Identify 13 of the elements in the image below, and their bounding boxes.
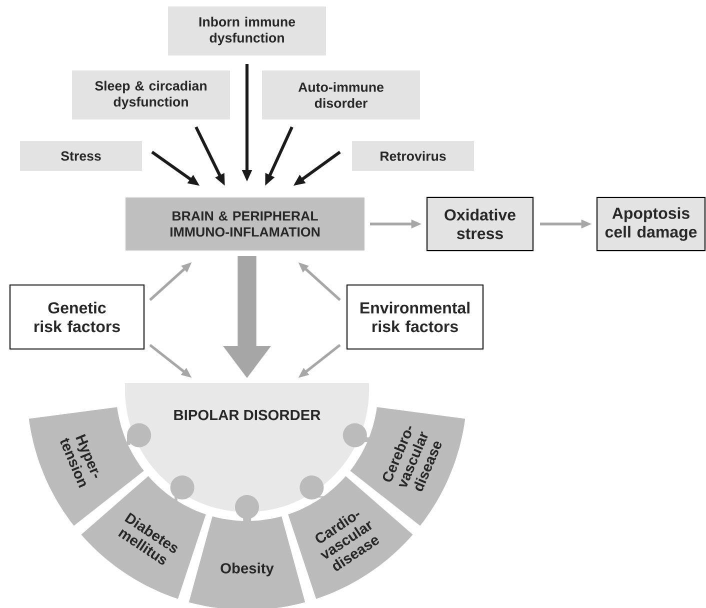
factor-box: Stress (20, 141, 142, 171)
factor-box: Sleep & circadian dysfunction (72, 70, 230, 120)
process-box: BRAIN & PERIPHERAL IMMUNO-INFLAMATION (126, 197, 364, 251)
factor-box: Inborn immune dysfunction (168, 6, 326, 56)
process-box: Apoptosis cell damage (596, 196, 706, 252)
puzzle-segment: Obesity (188, 495, 306, 608)
risk-box: Environmental risk factors (346, 284, 484, 350)
risk-box: Genetic risk factors (9, 284, 145, 350)
factor-box: Auto-immune disorder (262, 70, 420, 120)
semicircle: BIPOLAR DISORDER (125, 383, 369, 512)
factor-box: Retrovirus (352, 141, 474, 171)
process-box: Oxidative stress (426, 196, 534, 252)
block-arrow (223, 256, 271, 378)
